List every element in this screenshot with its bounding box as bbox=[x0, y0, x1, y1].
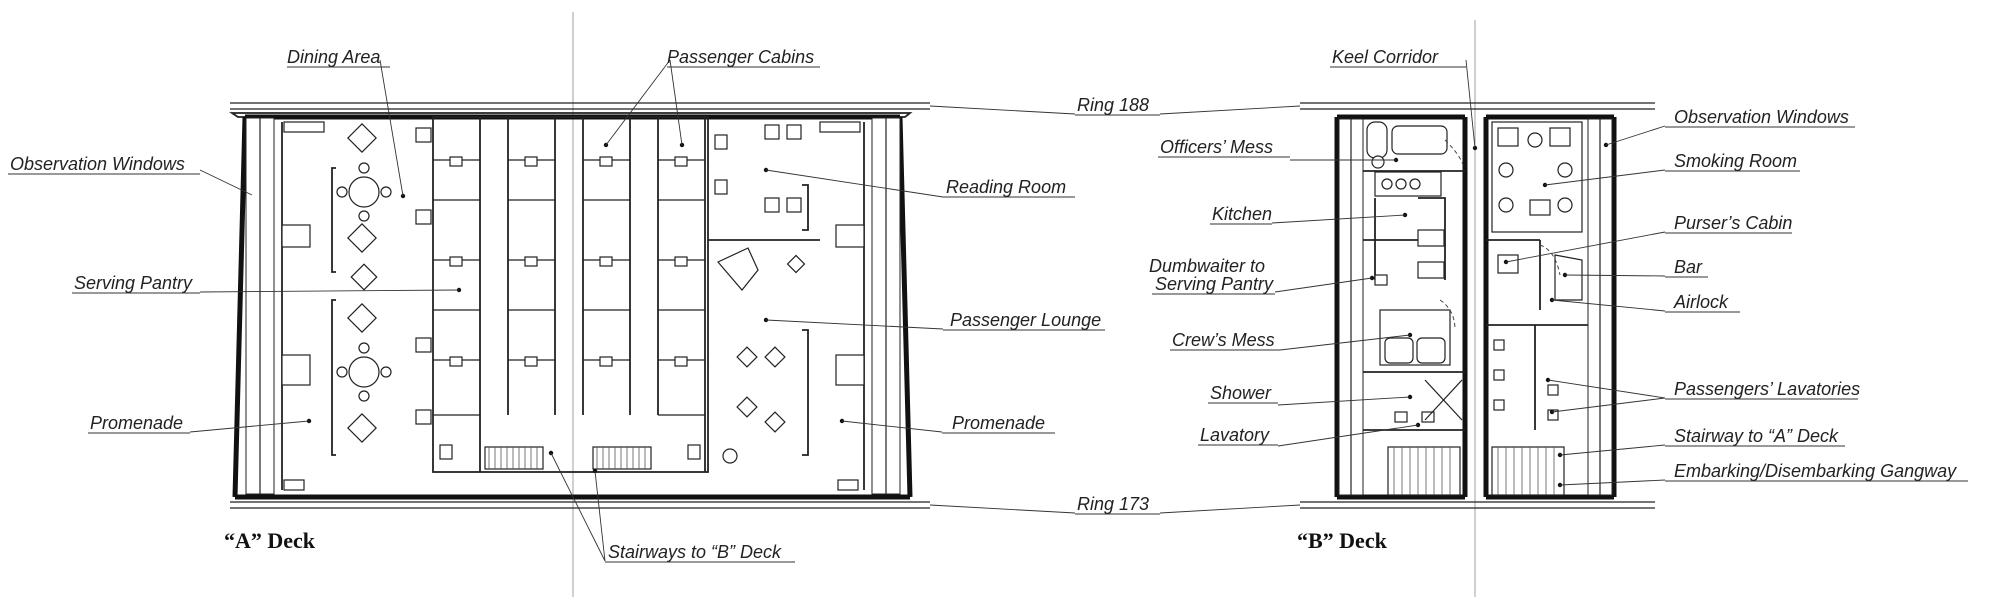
b-deck-plan bbox=[1159, 59, 1666, 514]
label-observation-windows-a: Observation Windows bbox=[10, 154, 185, 174]
b-deck-left-stair bbox=[1387, 446, 1461, 496]
label-bar: Bar bbox=[1674, 257, 1703, 277]
a-deck-left-windows bbox=[245, 117, 275, 495]
label-dumbwaiter-line2: Serving Pantry bbox=[1155, 274, 1274, 294]
label-dining-area: Dining Area bbox=[287, 47, 380, 67]
label-embarking-gangway: Embarking/Disembarking Gangway bbox=[1674, 461, 1957, 481]
b-deck-right-stair bbox=[1491, 446, 1565, 496]
b-deck-title: “B” Deck bbox=[1297, 528, 1388, 553]
a-deck-dining-tables bbox=[336, 123, 392, 443]
label-pursers-cabin: Purser’s Cabin bbox=[1674, 213, 1792, 233]
diagram-labels: Dining Area Passenger Cabins Ring 188 Ke… bbox=[8, 47, 1968, 563]
label-serving-pantry: Serving Pantry bbox=[74, 273, 193, 293]
label-stairway-to-a-deck: Stairway to “A” Deck bbox=[1674, 426, 1839, 446]
label-promenade-left: Promenade bbox=[90, 413, 183, 433]
label-officers-mess: Officers’ Mess bbox=[1160, 137, 1273, 157]
a-deck-stairways bbox=[484, 446, 652, 470]
b-deck-leader-lines bbox=[1159, 59, 1666, 514]
a-deck-title: “A” Deck bbox=[224, 528, 316, 553]
a-deck-reading-room-and-lounge bbox=[708, 124, 820, 464]
label-observation-windows-b: Observation Windows bbox=[1674, 107, 1849, 127]
label-ring-188: Ring 188 bbox=[1077, 95, 1149, 115]
a-deck-passenger-cabins bbox=[415, 116, 709, 473]
label-lavatory: Lavatory bbox=[1200, 425, 1270, 445]
label-ring-173: Ring 173 bbox=[1077, 494, 1149, 514]
ring-188-lines bbox=[230, 102, 1655, 110]
label-smoking-room: Smoking Room bbox=[1674, 151, 1797, 171]
label-passengers-lavatories: Passengers’ Lavatories bbox=[1674, 379, 1860, 399]
label-keel-corridor: Keel Corridor bbox=[1332, 47, 1439, 67]
label-dumbwaiter-line1: Dumbwaiter to bbox=[1149, 256, 1265, 276]
label-reading-room: Reading Room bbox=[946, 177, 1066, 197]
label-stairways-to-b-deck: Stairways to “B” Deck bbox=[608, 542, 782, 562]
label-passenger-lounge: Passenger Lounge bbox=[950, 310, 1101, 330]
label-passenger-cabins: Passenger Cabins bbox=[667, 47, 814, 67]
label-crews-mess: Crew’s Mess bbox=[1172, 330, 1275, 350]
label-promenade-right: Promenade bbox=[952, 413, 1045, 433]
a-deck-leader-lines bbox=[189, 59, 1076, 562]
label-kitchen: Kitchen bbox=[1212, 204, 1272, 224]
label-shower: Shower bbox=[1210, 383, 1272, 403]
a-deck-plan bbox=[189, 59, 1076, 562]
label-airlock: Airlock bbox=[1673, 292, 1729, 312]
ring-173-lines bbox=[230, 501, 1655, 509]
a-deck-right-windows bbox=[871, 117, 901, 495]
